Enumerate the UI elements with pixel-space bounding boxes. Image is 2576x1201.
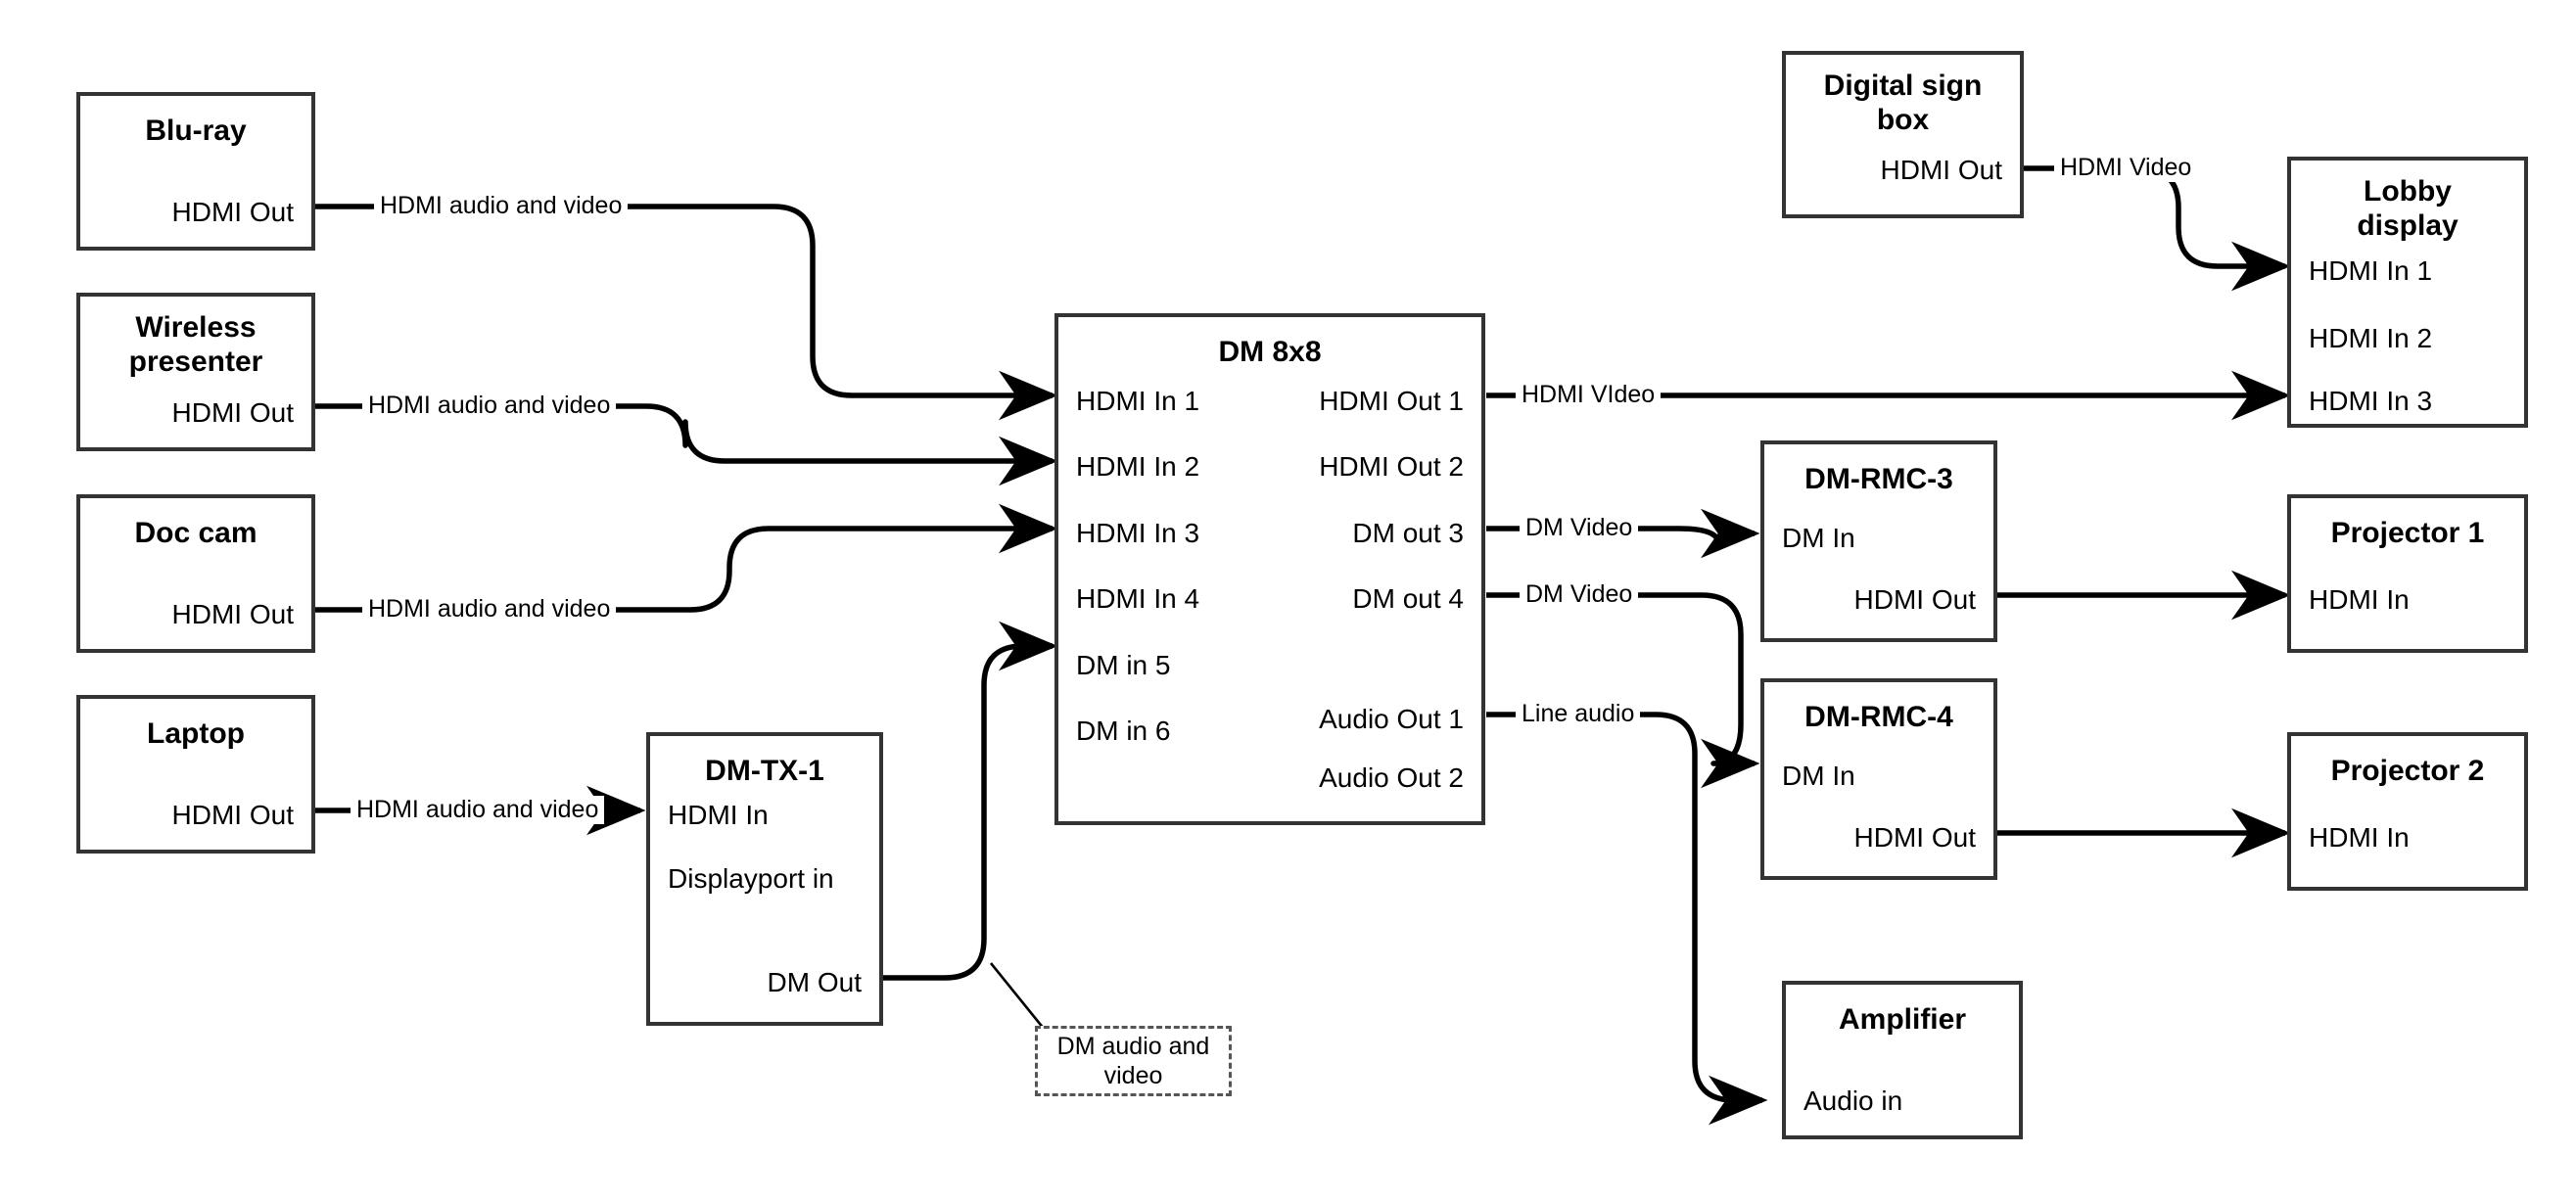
node-dm-rmc-4[interactable]: DM-RMC-4 DM In HDMI Out	[1760, 678, 1997, 880]
node-dm-8x8[interactable]: DM 8x8 HDMI In 1 HDMI In 2 HDMI In 3 HDM…	[1054, 313, 1485, 825]
callout-note-dm-audio-video: DM audio and video	[1035, 1026, 1232, 1096]
wire-label-dm-out-4: DM Video	[1520, 580, 1639, 609]
port-hdmi-out: HDMI Out	[171, 397, 294, 428]
wire-dm-out-4-to-dmrmc4	[1486, 592, 1760, 789]
port-audio-out-2: Audio Out 2	[1319, 762, 1464, 793]
wire-label-sign-to-lobby: HDMI Video	[2054, 154, 2198, 182]
port-audio-in: Audio in	[1803, 1086, 1903, 1116]
node-title: Digital sign box	[1823, 69, 1983, 137]
port-audio-out-1: Audio Out 1	[1319, 704, 1464, 734]
node-title: Doc cam	[134, 517, 258, 549]
node-title: Projector 1	[2330, 517, 2485, 549]
wire-doccam-to-hdmi-in-3	[315, 503, 1058, 613]
node-title: DM-RMC-3	[1804, 463, 1953, 495]
node-projector-2[interactable]: Projector 2 HDMI In	[2287, 732, 2528, 891]
port-hdmi-out: HDMI Out	[171, 197, 294, 227]
port-hdmi-out-1: HDMI Out 1	[1319, 386, 1464, 416]
wire-wireless-to-hdmi-in-2	[315, 403, 1058, 486]
port-dm-in: DM In	[1782, 761, 1855, 791]
port-hdmi-in-1: HDMI In 1	[2309, 255, 2433, 286]
node-wireless-presenter[interactable]: Wireless presenter HDMI Out	[76, 293, 315, 451]
port-dm-in-6: DM in 6	[1076, 716, 1171, 746]
port-hdmi-out: HDMI Out	[1853, 822, 1976, 853]
node-title: Laptop	[147, 717, 245, 750]
node-projector-1[interactable]: Projector 1 HDMI In	[2287, 494, 2528, 653]
port-hdmi-out: HDMI Out	[1853, 584, 1976, 615]
node-dm-rmc-3[interactable]: DM-RMC-3 DM In HDMI Out	[1760, 440, 1997, 642]
port-displayport-in: Displayport in	[668, 863, 834, 894]
node-laptop[interactable]: Laptop HDMI Out	[76, 695, 315, 854]
node-title: DM-TX-1	[705, 755, 824, 787]
wire-label-audio-out-1: Line audio	[1516, 700, 1641, 728]
wire-dm-out-3-to-dmrmc3	[1486, 508, 1760, 559]
node-title: DM-RMC-4	[1804, 701, 1953, 733]
port-hdmi-in-2: HDMI In 2	[2309, 323, 2433, 353]
port-hdmi-in: HDMI In	[668, 800, 769, 830]
wire-label-laptop: HDMI audio and video	[351, 796, 605, 824]
node-title: DM 8x8	[1218, 336, 1322, 368]
wire-label-bluray: HDMI audio and video	[374, 192, 629, 220]
port-hdmi-in-1: HDMI In 1	[1076, 386, 1200, 416]
port-hdmi-out-2: HDMI Out 2	[1319, 451, 1464, 482]
port-hdmi-in-2: HDMI In 2	[1076, 451, 1200, 482]
wire-label-dm-out-3: DM Video	[1520, 514, 1639, 542]
port-dm-in: DM In	[1782, 523, 1855, 553]
port-hdmi-out: HDMI Out	[1880, 155, 2002, 185]
port-hdmi-in-3: HDMI In 3	[1076, 518, 1200, 548]
wire-sign-to-lobby-hdmi-in-1	[2002, 165, 2291, 292]
node-title: Wireless presenter	[128, 311, 263, 379]
port-hdmi-in: HDMI In	[2309, 584, 2410, 615]
node-title: Lobby display	[2357, 175, 2459, 243]
node-amplifier[interactable]: Amplifier Audio in	[1782, 981, 2023, 1139]
wire-label-hdmi-out-1: HDMI VIdeo	[1516, 381, 1662, 409]
node-doc-cam[interactable]: Doc cam HDMI Out	[76, 494, 315, 653]
port-hdmi-out: HDMI Out	[171, 599, 294, 629]
node-digital-sign-box[interactable]: Digital sign box HDMI Out	[1782, 51, 2024, 218]
port-hdmi-in-4: HDMI In 4	[1076, 583, 1200, 614]
node-bluray[interactable]: Blu-ray HDMI Out	[76, 92, 315, 251]
node-lobby-display[interactable]: Lobby display HDMI In 1 HDMI In 2 HDMI I…	[2287, 157, 2528, 428]
node-title: Blu-ray	[145, 115, 247, 147]
port-dm-in-5: DM in 5	[1076, 650, 1171, 680]
wire-label-doccam: HDMI audio and video	[362, 595, 617, 624]
wire-dmtx1-to-dm-in-5	[883, 621, 1058, 981]
wire-audio-out-1-to-amplifier	[1486, 712, 1768, 1126]
port-dm-out-3: DM out 3	[1352, 518, 1464, 548]
port-hdmi-out: HDMI Out	[171, 800, 294, 830]
node-dm-tx-1[interactable]: DM-TX-1 HDMI In Displayport in DM Out	[646, 732, 883, 1026]
port-dm-out-4: DM out 4	[1352, 583, 1464, 614]
wire-label-wireless: HDMI audio and video	[362, 392, 617, 420]
port-hdmi-in-3: HDMI In 3	[2309, 386, 2433, 416]
node-title: Projector 2	[2330, 755, 2485, 787]
wire-bluray-to-hdmi-in-1	[315, 204, 1058, 421]
port-hdmi-in: HDMI In	[2309, 822, 2410, 853]
node-title: Amplifier	[1838, 1003, 1967, 1036]
port-dm-out: DM Out	[767, 967, 862, 997]
